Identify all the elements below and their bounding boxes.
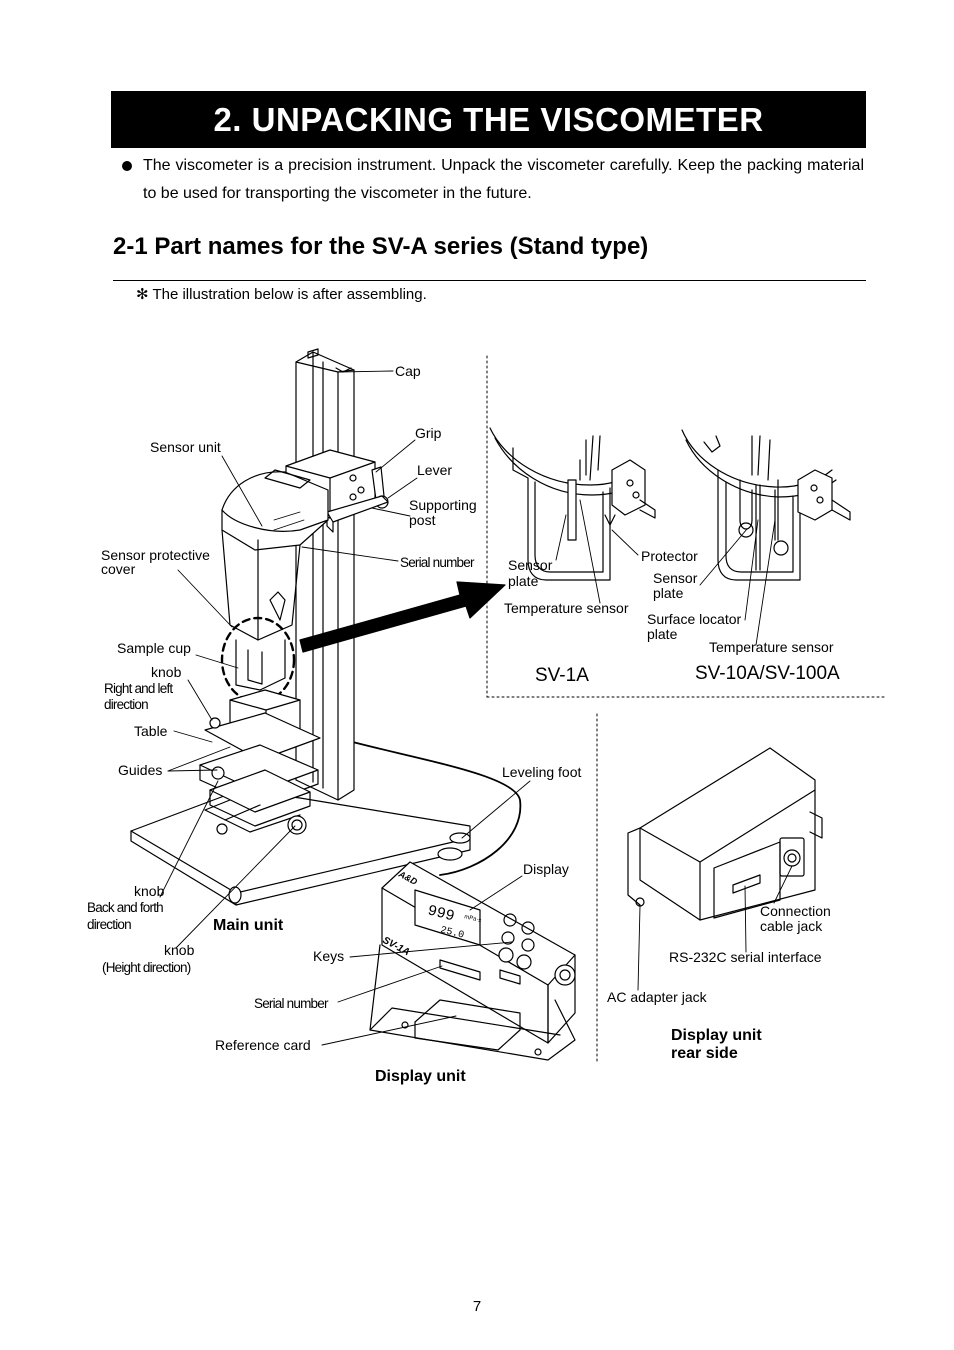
label-sv1a-sensor-plate-1: Sensor	[508, 557, 553, 573]
label-supporting-post-2: post	[409, 512, 436, 528]
section-dividers	[486, 355, 886, 1063]
bullet-dot-icon	[122, 161, 132, 171]
unit-label-text: mPa·s	[464, 914, 482, 924]
label-model-sv10a: SV-10A/SV-100A	[695, 663, 840, 684]
section-heading: 2-1 Part names for the SV-A series (Stan…	[113, 233, 649, 260]
label-cap: Cap	[395, 363, 421, 379]
label-display-unit: Display unit	[375, 1068, 466, 1085]
label-sv10a-sensor-plate-1: Sensor	[653, 570, 698, 586]
label-knob-bf-dir-1: Back and forth	[87, 900, 164, 915]
page-number: 7	[472, 1298, 482, 1315]
display-unit-drawing	[369, 861, 576, 1061]
label-knob-h-dir: (Height direction)	[102, 960, 191, 975]
page-title-text: 2. UNPACKING THE VISCOMETER	[213, 100, 764, 138]
label-supporting-post-1: Supporting	[409, 497, 477, 513]
label-model-sv1a: SV-1A	[535, 665, 589, 686]
display-value-text: 999	[426, 902, 456, 925]
label-display: Display	[523, 861, 569, 877]
label-table: Table	[134, 723, 168, 739]
label-display-rear-2: rear side	[671, 1045, 738, 1062]
label-protector: Protector	[641, 548, 698, 564]
sv1a-sensor-detail	[489, 427, 656, 581]
label-knob-lr-dir-1: Right and left	[104, 681, 173, 696]
label-surface-locator-2: plate	[647, 626, 678, 642]
label-ac-adapter-jack: AC adapter jack	[607, 989, 707, 1005]
label-lever: Lever	[417, 462, 453, 478]
intro-bullet: The viscometer is a precision instrument…	[122, 152, 864, 208]
label-serial-number-display: Serial number	[254, 996, 328, 1011]
illustration-note: ✻ The illustration below is after assemb…	[136, 286, 427, 303]
label-sensor-protective-cover-2: cover	[101, 561, 136, 577]
label-sv1a-sensor-plate-2: plate	[508, 573, 539, 589]
label-rs232c: RS-232C serial interface	[669, 949, 822, 965]
label-serial-number-main: Serial number	[400, 555, 474, 570]
label-reference-card: Reference card	[215, 1037, 311, 1053]
label-connection-cable-jack-2: cable jack	[760, 918, 823, 934]
model-plate-text: SV-1A	[381, 935, 412, 958]
label-knob-lr: knob	[151, 664, 182, 680]
label-sensor-protective-cover-1: Sensor protective	[101, 547, 210, 563]
label-sensor-unit: Sensor unit	[150, 439, 221, 455]
sv10a-sensor-detail	[681, 429, 851, 581]
page-title: 2. UNPACKING THE VISCOMETER	[111, 91, 866, 148]
label-leveling-foot: Leveling foot	[502, 764, 582, 780]
label-sv10a-temperature-sensor: Temperature sensor	[709, 639, 834, 655]
label-guides: Guides	[118, 762, 163, 778]
label-knob-bf: knob	[134, 883, 165, 899]
section-divider	[113, 280, 866, 281]
intro-text: The viscometer is a precision instrument…	[143, 157, 864, 202]
label-sv10a-sensor-plate-2: plate	[653, 585, 684, 601]
label-surface-locator-1: Surface locator	[647, 611, 742, 627]
label-keys: Keys	[313, 948, 345, 964]
label-knob-bf-dir-2: direction	[87, 917, 132, 932]
main-unit-drawing	[130, 348, 522, 906]
display-rear-drawing	[627, 747, 823, 921]
leader-lines	[159, 370, 793, 1046]
label-knob-h: knob	[164, 942, 195, 958]
label-sample-cup: Sample cup	[117, 640, 191, 656]
label-sv1a-temperature-sensor: Temperature sensor	[504, 600, 629, 616]
label-knob-lr-dir-2: direction	[104, 697, 149, 712]
label-main-unit: Main unit	[213, 917, 284, 934]
label-display-rear-1: Display unit	[671, 1027, 762, 1044]
label-connection-cable-jack-1: Connection	[760, 903, 831, 919]
label-grip: Grip	[415, 425, 442, 441]
